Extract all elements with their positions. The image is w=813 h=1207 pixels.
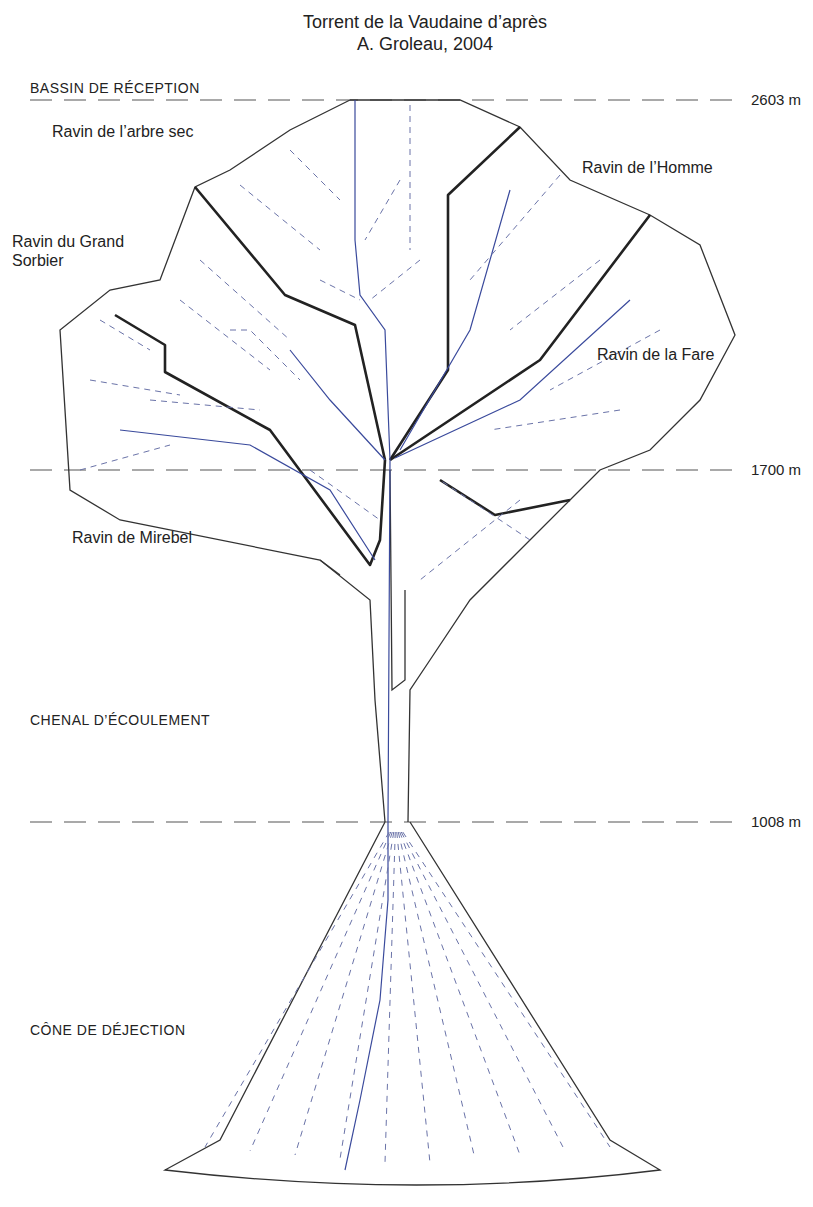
zone-label: BASSIN DE RÉCEPTION (30, 80, 200, 97)
fan-channel (401, 832, 565, 1151)
fan-channel (400, 832, 520, 1155)
fan-channel (295, 832, 392, 1155)
tributaries (80, 105, 660, 580)
fan-channel (340, 832, 394, 1159)
alluvial-fan (165, 822, 660, 1185)
streams (120, 100, 630, 1170)
fan-channel (385, 832, 395, 1163)
altitude-label: 2603 m (748, 91, 804, 109)
fan-channel (403, 832, 610, 1147)
fan-channel (205, 832, 389, 1147)
main-ravines (115, 127, 650, 565)
ravine-label: Ravin du Grand Sorbier (12, 232, 132, 270)
zone-label: CÔNE DE DÉJECTION (30, 1022, 186, 1039)
ravine-label: Ravin de l’Homme (582, 158, 713, 177)
ravine-label: Ravin de Mirebel (72, 528, 192, 547)
zone-label: CHENAL D’ÉCOULEMENT (30, 712, 210, 729)
diagram-title: Torrent de la Vaudaine d’après A. Grolea… (300, 12, 550, 55)
altitude-lines (30, 100, 742, 822)
fan-channel (397, 832, 430, 1163)
ravine-label: Ravin de l’arbre sec (52, 122, 193, 141)
fan-channels (205, 832, 610, 1163)
altitude-label: 1008 m (748, 813, 804, 831)
fan-channel (398, 832, 475, 1159)
altitude-label: 1700 m (748, 461, 804, 479)
ravine-label: Ravin de la Fare (597, 345, 714, 364)
fan-channel (250, 832, 391, 1151)
